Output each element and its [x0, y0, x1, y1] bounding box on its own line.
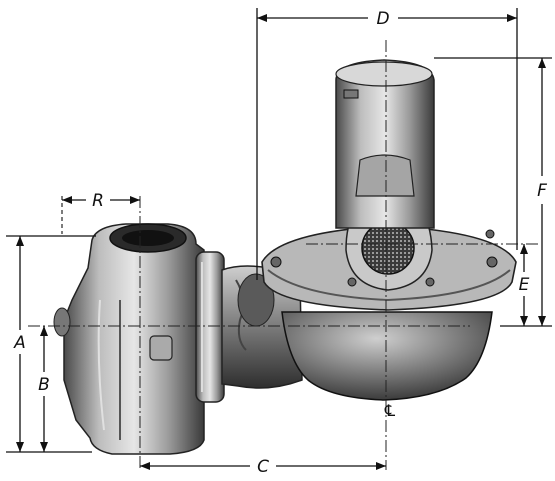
regulator-illustration	[53, 59, 517, 455]
lower-bowl	[281, 311, 493, 401]
flange-bolt	[485, 229, 495, 239]
dimension-c: C	[140, 457, 386, 477]
dimension-e: E	[519, 244, 530, 326]
dimension-label-d: D	[376, 9, 389, 29]
dimension-label-e: E	[519, 275, 530, 295]
dimension-label-r: R	[92, 191, 104, 211]
flange-bolt	[425, 277, 435, 287]
inlet-flange	[195, 251, 225, 403]
side-plug	[149, 335, 173, 361]
flange-bolt	[347, 277, 357, 287]
inlet-body	[63, 223, 205, 455]
centerline-symbol: ℄	[384, 401, 396, 420]
centerlines	[28, 40, 540, 470]
dimension-b: B	[38, 326, 50, 452]
dimension-label-a: A	[13, 333, 26, 353]
vent-screen	[361, 221, 415, 275]
flange-bolt	[486, 256, 498, 268]
dimension-r: R	[61, 191, 140, 234]
dimension-a: A	[6, 235, 96, 453]
dimension-f: F	[434, 57, 552, 327]
dimension-label-b: B	[38, 375, 50, 395]
dimension-d: D	[256, 8, 518, 280]
flange-bolt	[270, 256, 282, 268]
dimension-label-c: C	[257, 457, 269, 477]
dimension-label-f: F	[537, 181, 547, 201]
